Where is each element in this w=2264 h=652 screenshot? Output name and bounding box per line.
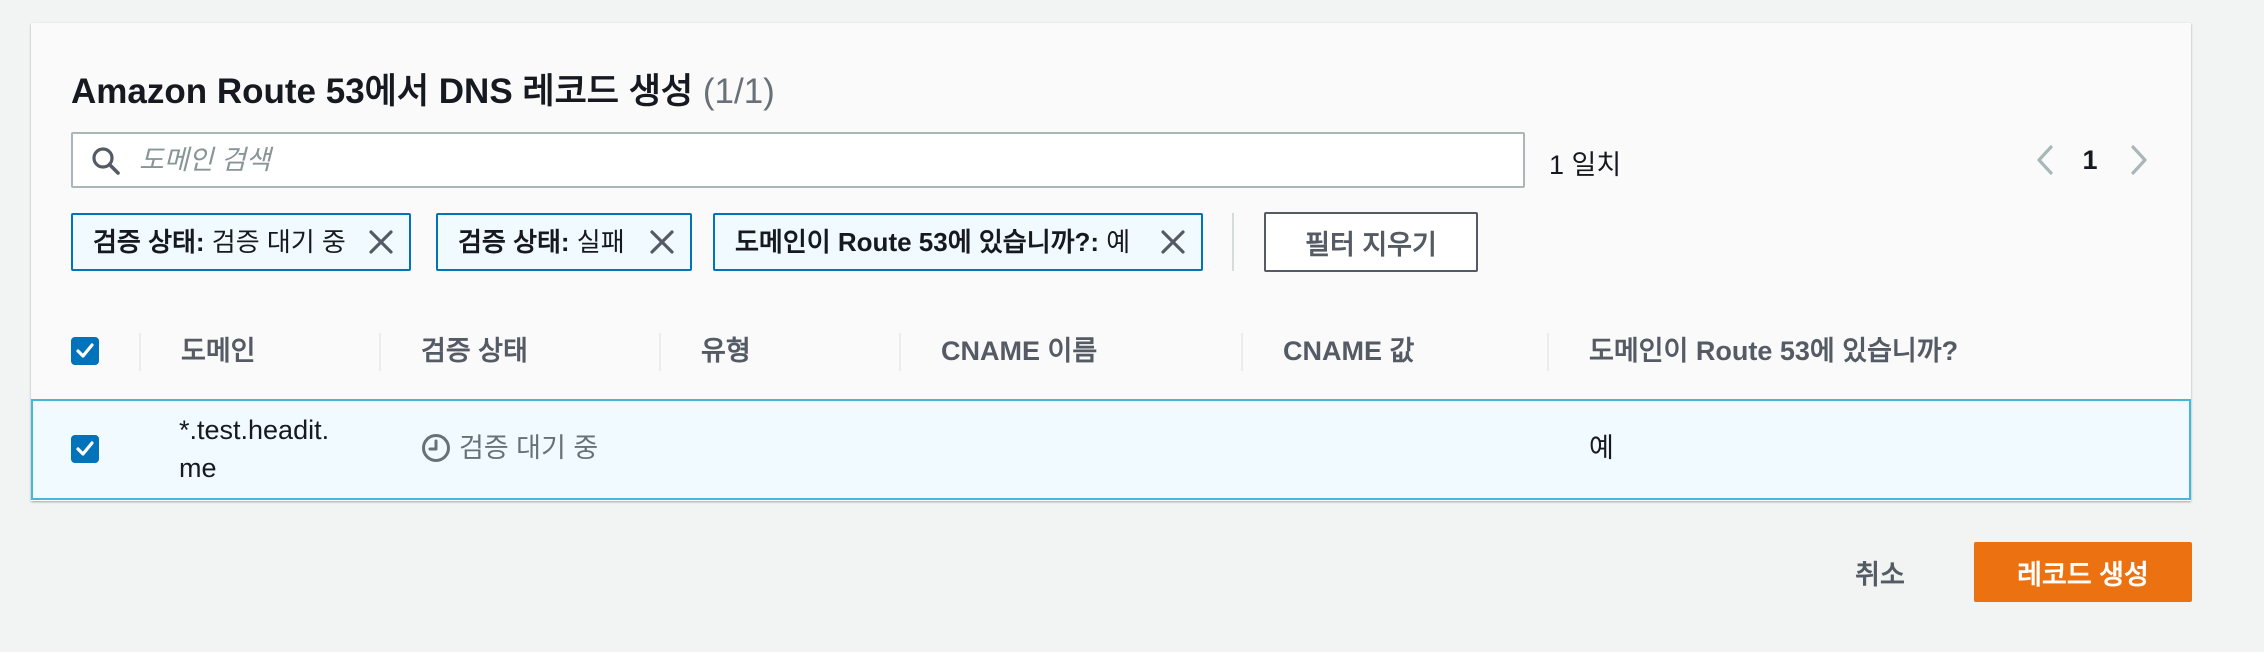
column-separator	[659, 333, 661, 371]
domain-cell: *.test.headit.me	[179, 415, 330, 483]
column-separator	[379, 333, 381, 371]
search-icon	[92, 147, 120, 175]
match-count: 1 일치	[1549, 150, 1622, 180]
panel-header: Amazon Route 53에서 DNS 레코드 생성 (1/1) 1 일치 …	[31, 23, 2191, 304]
filter-token-value: 실패	[569, 227, 625, 257]
status-cell: 검증 대기 중	[421, 429, 598, 467]
filter-token-status-pending: 검증 상태: 검증 대기 중	[71, 213, 411, 271]
filter-token-text: 검증 상태: 검증 대기 중	[93, 215, 346, 269]
column-header-cname-value[interactable]: CNAME 값	[1283, 336, 1415, 366]
column-separator	[1547, 333, 1549, 371]
column-header-in-route53[interactable]: 도메인이 Route 53에 있습니까?	[1589, 336, 1959, 366]
column-header-domain[interactable]: 도메인	[181, 336, 256, 366]
close-icon[interactable]	[648, 228, 676, 256]
token-divider	[1232, 213, 1234, 271]
selection-count: (1/1)	[702, 72, 775, 111]
filter-token-value: 검증 대기 중	[204, 227, 346, 257]
create-records-button[interactable]: 레코드 생성	[1974, 542, 2192, 602]
table-row[interactable]: *.test.headit.me 검증 대기 중 예	[31, 399, 2191, 500]
status-text: 검증 대기 중	[459, 433, 599, 463]
clock-icon	[422, 433, 450, 462]
filter-token-text: 도메인이 Route 53에 있습니까?: 예	[735, 215, 1130, 269]
dns-records-panel: Amazon Route 53에서 DNS 레코드 생성 (1/1) 1 일치 …	[31, 23, 2191, 501]
chevron-right-icon[interactable]	[2125, 141, 2153, 179]
filter-token-key: 검증 상태:	[93, 227, 205, 257]
column-separator	[139, 333, 141, 371]
column-separator	[899, 333, 901, 371]
cancel-button[interactable]: 취소	[1834, 543, 1926, 601]
filter-token-status-failed: 검증 상태: 실패	[436, 213, 692, 271]
search-box[interactable]	[71, 132, 1525, 188]
chevron-left-icon[interactable]	[2031, 141, 2059, 179]
table-header: 도메인 검증 상태 유형 CNAME 이름 CNAME 값 도메인이 Route…	[31, 303, 2191, 399]
close-icon[interactable]	[1159, 228, 1187, 256]
column-header-status[interactable]: 검증 상태	[421, 336, 528, 366]
column-header-type[interactable]: 유형	[701, 336, 751, 366]
column-header-cname-name[interactable]: CNAME 이름	[941, 336, 1098, 366]
search-input[interactable]	[139, 134, 1499, 186]
checkmark-icon	[76, 441, 94, 456]
filter-token-text: 검증 상태: 실패	[458, 215, 625, 269]
close-icon[interactable]	[367, 228, 395, 256]
filter-token-key: 도메인이 Route 53에 있습니까?:	[735, 227, 1100, 257]
filter-token-in-route53: 도메인이 Route 53에 있습니까?: 예	[713, 213, 1203, 271]
filter-token-value: 예	[1099, 227, 1131, 257]
filter-token-key: 검증 상태:	[458, 227, 570, 257]
in-route53-cell: 예	[1589, 433, 1614, 463]
select-all-checkbox[interactable]	[71, 337, 99, 365]
clear-filters-button[interactable]: 필터 지우기	[1264, 212, 1478, 272]
current-page[interactable]: 1	[2082, 145, 2098, 175]
column-separator	[1241, 333, 1243, 371]
title-text: Amazon Route 53에서 DNS 레코드 생성	[71, 72, 694, 111]
page-title: Amazon Route 53에서 DNS 레코드 생성 (1/1)	[71, 63, 775, 114]
row-checkbox[interactable]	[71, 435, 99, 463]
checkmark-icon	[76, 343, 94, 358]
